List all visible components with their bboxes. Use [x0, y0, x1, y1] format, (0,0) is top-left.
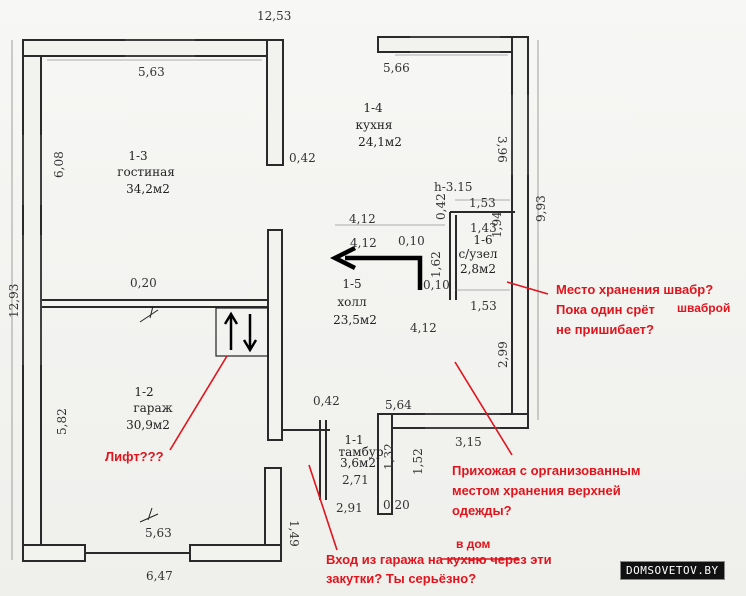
dim-bottom-inner: 5,63: [145, 526, 172, 540]
dim-hall-right: 2,99: [496, 341, 510, 368]
vestibule-east-wall: [377, 413, 393, 515]
dim-hall-width-b: 4,12: [350, 236, 377, 250]
north-wall-right: [377, 36, 529, 53]
mop-note-line2: Пока один срёт: [556, 302, 655, 317]
hall-south-wall: [377, 413, 529, 429]
room-hall-code: 1-5: [342, 277, 361, 291]
hall-direction-arrow: [345, 255, 423, 290]
dimension-labels: 12,53 5,63 5,66 3,96 0,42 9,93 6,08 12,9…: [7, 9, 548, 583]
room-labels: 1-3 гостиная 34,2м2 1-4 кухня 24,1м2 1-6…: [117, 101, 498, 470]
room-kitchen-name: кухня: [356, 118, 393, 132]
dim-left-top: 5,63: [138, 65, 165, 79]
room-garage-area: 30,9м2: [126, 418, 170, 432]
dim-left-upper: 6,08: [52, 151, 66, 178]
arrow-down-icon: [242, 314, 258, 353]
dim-entrance-top: 5,64: [385, 398, 412, 412]
room-bathroom-code: 1-6: [473, 233, 492, 247]
dim-hall-width-c: 4,12: [410, 321, 437, 335]
dim-wall-thin-a: 0,10: [398, 234, 425, 248]
annotation-lines: [169, 281, 549, 560]
dim-hall-width-a: 4,12: [349, 212, 376, 226]
kitchen-partition: [266, 39, 284, 166]
room-kitchen-code: 1-4: [363, 101, 383, 115]
hallway-pointer: [454, 361, 513, 456]
dim-vestibule-side-b: 1,52: [411, 448, 425, 475]
dim-vestibule-wall: 0,42: [313, 394, 340, 408]
dim-right-top: 5,66: [383, 61, 410, 75]
dim-left-lower: 5,82: [55, 408, 69, 435]
dim-garage-door: 1,49: [287, 520, 301, 547]
garage-pencil-mark-b: [139, 507, 159, 523]
lift-box: [215, 307, 269, 357]
south-wall-right: [189, 544, 282, 562]
dim-right-total: 9,93: [534, 195, 548, 222]
room-living-code: 1-3: [128, 149, 147, 163]
windows: [22, 36, 529, 429]
mop-note-line1: Место хранения швабр?: [556, 282, 714, 297]
dim-bottom-total: 6,47: [146, 569, 173, 583]
dim-kitchen-partition: 0,42: [289, 151, 316, 165]
entry-note-line2: закутки? Ты серьёзно?: [326, 571, 477, 586]
site-watermark: DOMSOVETOV.BY: [620, 561, 725, 580]
dim-vestibule-a: 2,71: [342, 473, 369, 487]
lift-note: Лифт???: [105, 449, 164, 464]
hall-west-wall: [267, 229, 283, 441]
dim-bath-bottom: 1,53: [470, 299, 497, 313]
dim-bath-side: 1,94: [490, 211, 504, 238]
dim-top-total: 12,53: [257, 9, 291, 23]
dim-wall-thin-b: 0,10: [423, 278, 450, 292]
dim-entrance-bottom: 3,15: [455, 435, 482, 449]
dim-kitchen-right: 3,96: [495, 136, 509, 163]
dim-bath-top: 1,53: [469, 196, 496, 210]
room-vestibule-area: 3,6м2: [340, 456, 376, 470]
room-hall-name: холл: [337, 295, 367, 309]
dim-bath-wall: 0,42: [434, 193, 448, 220]
room-living-name: гостиная: [117, 165, 175, 179]
dim-vestibule-wall-b: 0,20: [383, 498, 410, 512]
room-vestibule-code: 1-1: [344, 433, 363, 447]
dim-bath-height: 1,62: [429, 251, 443, 278]
walls: [22, 36, 529, 562]
dim-vestibule-b: 2,91: [336, 501, 363, 515]
dim-vestibule-side-a: 1,32: [382, 443, 396, 470]
room-kitchen-area: 24,1м2: [358, 135, 402, 149]
dim-interior-wall: 0,20: [130, 276, 157, 290]
garage-pencil-mark: [139, 305, 159, 323]
room-bathroom-area: 2,8м2: [460, 262, 496, 276]
arrow-left-icon: [329, 245, 357, 271]
mop-note-insert: шваброй: [677, 301, 731, 315]
room-bathroom-name: с/узел: [458, 247, 497, 261]
mop-note-line3: не пришибает?: [556, 322, 654, 337]
mop-pointer: [506, 281, 549, 295]
lift-pointer: [169, 355, 228, 451]
dim-bath-width: 1,43: [470, 221, 497, 235]
west-wall: [22, 39, 42, 561]
room-vestibule-name: тамбур: [338, 445, 383, 459]
hallway-note-line3: одежды?: [452, 503, 512, 518]
room-hall-area: 23,5м2: [333, 313, 377, 327]
dimension-lines: [11, 40, 539, 560]
east-wall: [511, 36, 529, 418]
south-wall-left: [22, 544, 86, 562]
room-living-area: 34,2м2: [126, 182, 170, 196]
hallway-note-line1: Прихожая с организованным: [452, 463, 641, 478]
hallway-note-line2: местом хранения верхней: [452, 483, 621, 498]
room-garage-name: гараж: [133, 401, 172, 415]
entry-note-line1: Вход из гаража на кухню через эти: [326, 552, 552, 567]
room-garage-code: 1-2: [134, 385, 153, 399]
dim-left-total: 12,93: [7, 284, 21, 318]
north-wall-left: [22, 39, 284, 57]
ceiling-height: h-3.15: [434, 180, 473, 194]
entry-note-insert: в дом: [456, 537, 491, 551]
arrow-up-icon: [223, 311, 239, 350]
entry-pointer: [308, 464, 338, 551]
